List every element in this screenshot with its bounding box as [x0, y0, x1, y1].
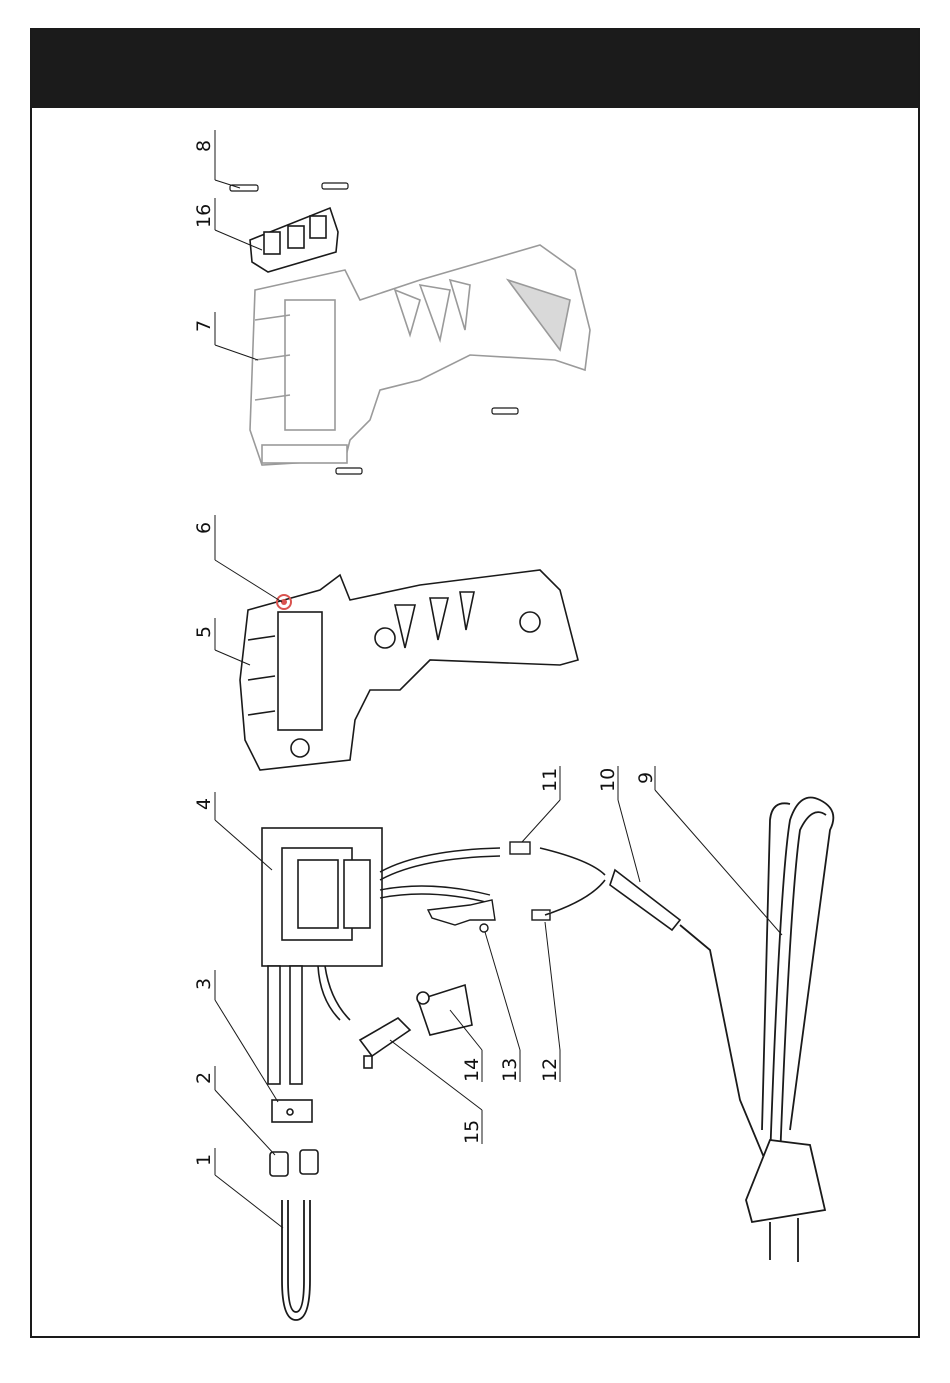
part-13-switch [428, 900, 495, 932]
callout-2: 2 [193, 1072, 215, 1084]
callout-11: 11 [539, 768, 561, 792]
callout-12: 12 [539, 1058, 561, 1082]
plug [746, 1140, 825, 1262]
callout-5: 5 [193, 626, 215, 638]
callout-10: 10 [597, 768, 619, 792]
part-15-small-switch [360, 1018, 410, 1068]
callout-6: 6 [193, 522, 215, 534]
part-10-strain-relief [540, 848, 680, 930]
part-1-solder-tip [282, 1200, 310, 1320]
callout-14: 14 [461, 1058, 483, 1082]
part-9-power-cord [680, 798, 833, 1161]
part-2-nuts [270, 1150, 318, 1176]
callout-13: 13 [499, 1058, 521, 1082]
callout-15: 15 [461, 1120, 483, 1144]
callout-16: 16 [193, 204, 215, 228]
part-7-outer-housing [250, 245, 590, 465]
callout-9: 9 [635, 772, 657, 784]
callout-3: 3 [193, 978, 215, 990]
part-3-tip-block [272, 1100, 312, 1122]
callout-8: 8 [193, 140, 215, 152]
transformer-wires [380, 848, 500, 903]
callout-4: 4 [193, 798, 215, 810]
callout-7: 7 [193, 320, 215, 332]
part-16-end-cap [250, 208, 338, 272]
part-11-connector [510, 842, 530, 854]
callout-1: 1 [193, 1154, 215, 1166]
